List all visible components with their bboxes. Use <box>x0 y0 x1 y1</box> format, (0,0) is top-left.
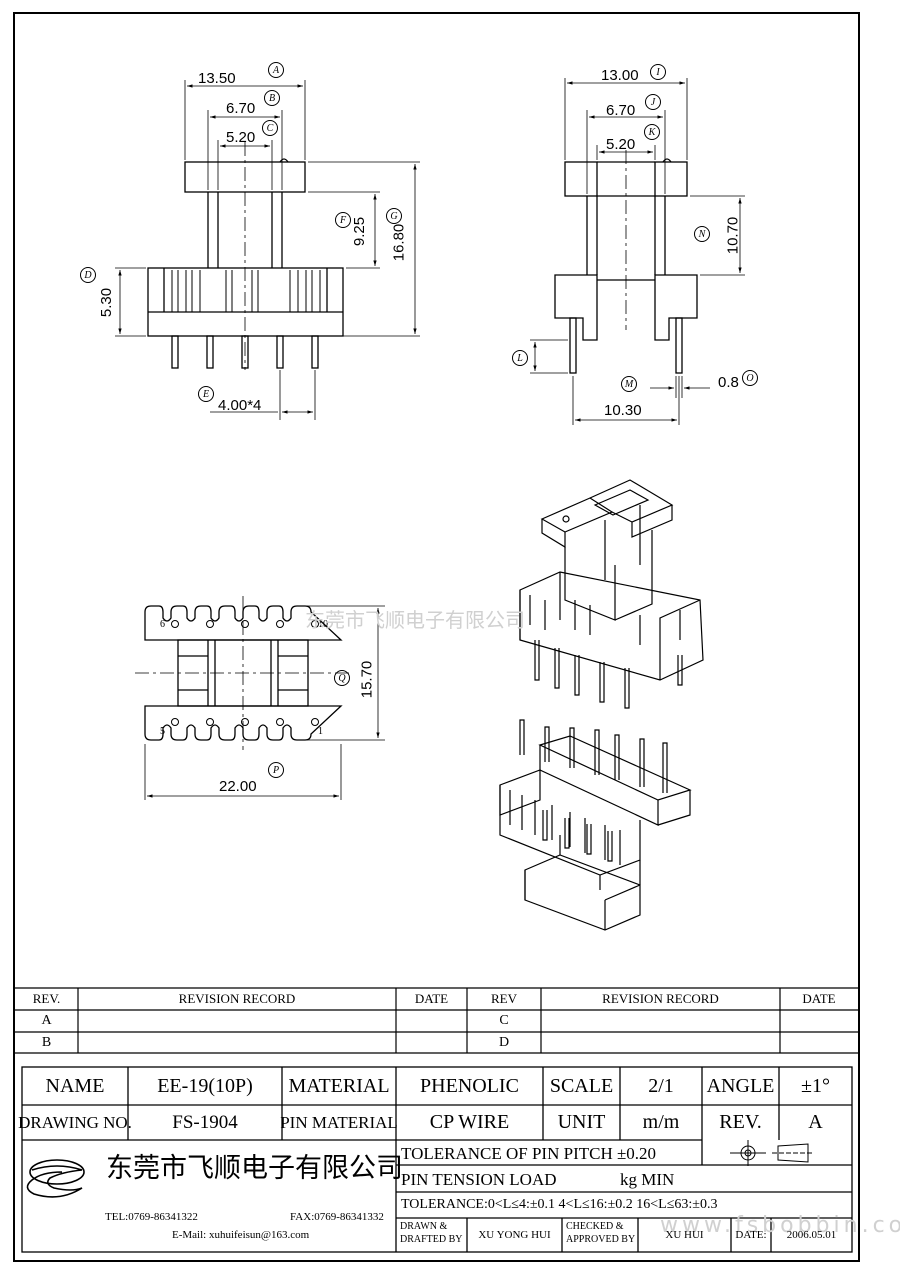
mark-b: B <box>264 90 280 106</box>
drawn-label-2: DRAFTED BY <box>400 1234 463 1245</box>
revision-record-header-left: REVISION RECORD <box>178 991 296 1006</box>
pitch-tolerance: TOLERANCE OF PIN PITCH ±0.20 <box>401 1144 657 1163</box>
title-block-lines <box>21 1066 853 1253</box>
rev-row-d: D <box>498 1034 510 1050</box>
angle-label: ANGLE <box>706 1074 775 1097</box>
date-header-right: DATE <box>802 991 836 1006</box>
date-label: DATE: <box>735 1229 767 1241</box>
drawing-frame <box>13 12 860 1262</box>
pin-tension-unit: kg MIN <box>620 1170 675 1189</box>
dim-i-text: 13.00 <box>601 67 639 84</box>
rev-header-right: REV <box>491 991 517 1006</box>
mark-l: L <box>512 350 528 366</box>
mark-m: M <box>621 376 637 392</box>
dim-g-text: 16.80 <box>390 223 408 262</box>
dim-j-text: 6.70 <box>606 102 636 119</box>
unit-label: UNIT <box>557 1111 606 1133</box>
mark-k: K <box>644 124 660 140</box>
mark-q: Q <box>334 670 350 686</box>
revision-table-lines <box>15 987 858 1054</box>
material-label: MATERIAL <box>288 1074 390 1097</box>
mark-e: E <box>198 386 214 402</box>
angle-value: ±1° <box>801 1074 830 1097</box>
top-view <box>135 596 350 750</box>
watermark-url: www.fsbobbin.com <box>660 1213 900 1238</box>
checked-label-1: CHECKED & <box>566 1221 624 1232</box>
name-label: NAME <box>45 1074 105 1097</box>
dim-a-text: 13.50 <box>198 70 236 87</box>
mark-f: F <box>335 212 351 228</box>
drawn-by: XU YONG HUI <box>478 1229 551 1241</box>
company-tel: TEL:0769-86341322 <box>105 1211 198 1223</box>
dim-k-text: 5.20 <box>606 136 636 153</box>
mark-c: C <box>262 120 278 136</box>
front-base <box>147 267 344 337</box>
isometric-view-lower <box>499 719 692 931</box>
rev-label: REV. <box>719 1111 762 1133</box>
rev-row-c: C <box>499 1013 509 1028</box>
dim-f-text: 9.25 <box>351 216 369 247</box>
drawing-no-label: DRAWING NO. <box>18 1112 132 1132</box>
pin-label-6: 6 <box>160 619 165 630</box>
pin-label-5: 5 <box>160 726 165 737</box>
date-header-left: DATE <box>414 991 449 1006</box>
mark-g: G <box>386 208 402 224</box>
company-email: E-Mail: xuhuifeisun@163.com <box>172 1229 310 1241</box>
material-value: PHENOLIC <box>420 1074 519 1097</box>
mark-d: D <box>80 267 96 283</box>
unit-value: m/m <box>642 1111 680 1133</box>
pin-material-label: PIN MATERIAL <box>280 1112 398 1132</box>
top-dimensions <box>144 605 385 800</box>
side-dimensions <box>530 78 745 425</box>
pin-label-10: 10 <box>318 619 328 630</box>
rev-value: A <box>808 1111 823 1133</box>
watermark-company: 东莞市飞顺电子有限公司 <box>305 608 525 632</box>
dim-n-text: 10.70 <box>724 216 742 255</box>
general-tolerance: TOLERANCE:0<L≤4:±0.1 4<L≤16:±0.2 16<L≤63… <box>401 1197 718 1212</box>
projection-symbol <box>730 1140 814 1166</box>
dim-c-text: 5.20 <box>226 129 256 146</box>
front-view <box>147 142 344 370</box>
mark-n: N <box>694 226 710 242</box>
company-fax: FAX:0769-86341332 <box>290 1211 384 1223</box>
front-dimensions <box>115 80 420 420</box>
checked-by: XU HUI <box>665 1229 704 1241</box>
pin-label-1: 1 <box>318 726 323 737</box>
company-name: 东莞市飞顺电子有限公司 <box>106 1153 403 1184</box>
date-value: 2006.05.01 <box>786 1229 837 1241</box>
rev-header-left: REV. <box>32 991 61 1006</box>
dim-o-text: 0.8 <box>718 374 739 391</box>
mark-p: P <box>268 762 284 778</box>
dim-base-text: 10.30 <box>604 402 642 419</box>
isometric-view-upper <box>519 479 704 709</box>
mark-o: O <box>742 370 758 386</box>
dim-e-text: 4.00*4 <box>218 397 262 414</box>
rev-row-b: B <box>41 1034 52 1050</box>
pin-material-value: CP WIRE <box>429 1111 510 1133</box>
checked-label-2: APPROVED BY <box>566 1234 636 1245</box>
scale-label: SCALE <box>549 1074 614 1097</box>
mark-j: J <box>645 94 661 110</box>
drawing-no-value: FS-1904 <box>172 1111 238 1133</box>
pin-tension-label: PIN TENSION LOAD <box>401 1170 557 1189</box>
mark-a: A <box>268 62 284 78</box>
dim-p-text: 22.00 <box>219 778 257 795</box>
mark-i: I <box>650 64 666 80</box>
dim-d-text: 5.30 <box>98 287 116 318</box>
company-logo <box>26 1159 85 1198</box>
scale-value: 2/1 <box>648 1074 674 1097</box>
side-view <box>554 150 698 374</box>
dim-q-text: 15.70 <box>358 660 376 699</box>
revision-record-header-right: REVISION RECORD <box>602 991 719 1006</box>
dim-b-text: 6.70 <box>226 100 256 117</box>
rev-row-a: A <box>41 1013 52 1028</box>
name-value: EE-19(10P) <box>157 1074 253 1097</box>
drawn-label-1: DRAWN & <box>400 1221 448 1232</box>
